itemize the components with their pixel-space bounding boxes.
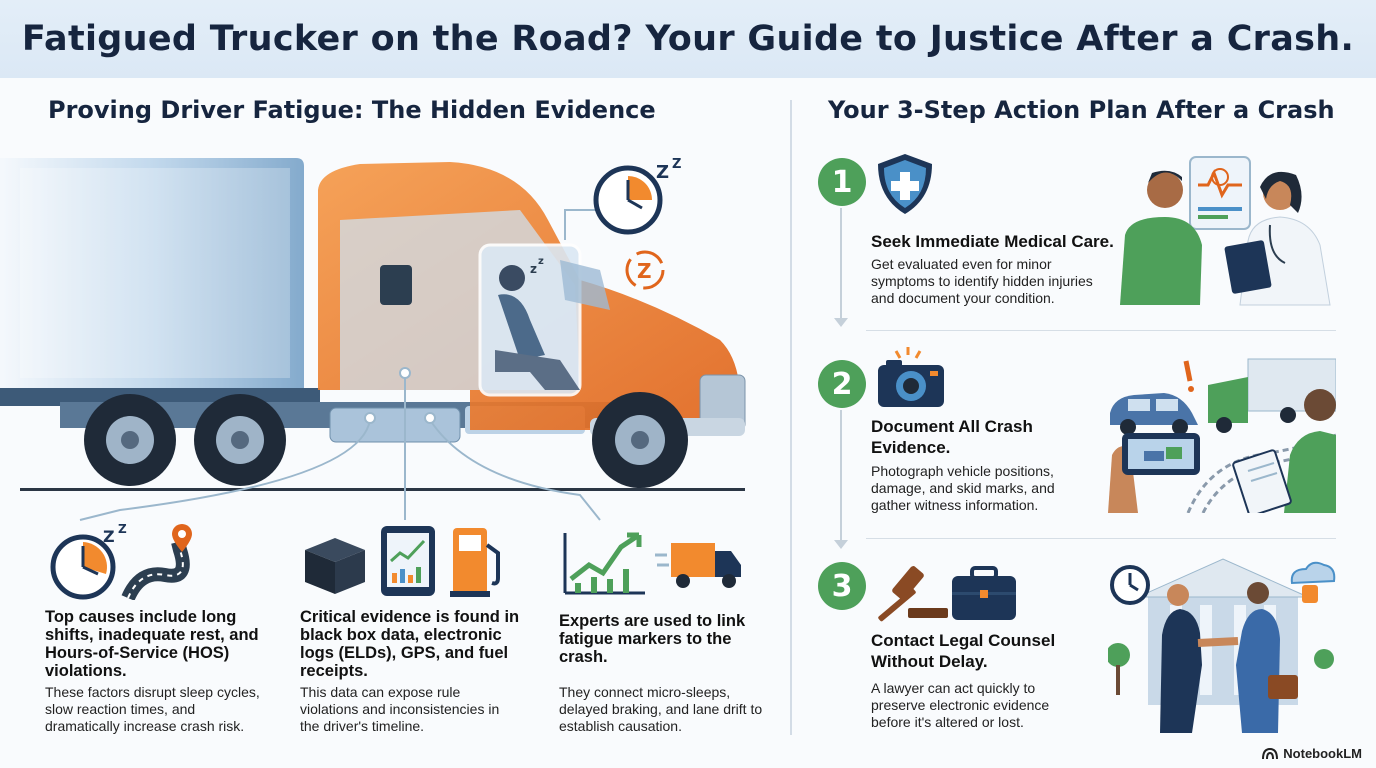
moving-truck-icon — [655, 543, 741, 588]
camera-icon — [878, 347, 944, 407]
gavel-briefcase-icon — [878, 566, 1016, 622]
page-title: Fatigued Trucker on the Road? Your Guide… — [21, 19, 1355, 59]
timeline-connector — [840, 410, 842, 540]
step-2-body: Photograph vehicle positions, damage, an… — [871, 463, 1055, 513]
truck-illustration: z z Z Z Z — [0, 157, 746, 521]
svg-text:Z: Z — [118, 522, 127, 536]
step-separator — [866, 330, 1336, 331]
svg-text:Z: Z — [672, 157, 681, 172]
right-section-heading: Your 3-Step Action Plan After a Crash — [828, 96, 1335, 124]
step-1-body: Get evaluated even for minor symptoms to… — [871, 256, 1093, 306]
evidence-sources-title: Critical evidence is found in black box … — [300, 608, 520, 680]
svg-text:z: z — [538, 256, 544, 267]
brand-name: NotebookLM — [1283, 746, 1362, 761]
column-divider — [790, 100, 792, 735]
black-box-icon — [305, 538, 365, 594]
svg-text:Z: Z — [103, 527, 115, 546]
step-1-badge: 1 — [818, 158, 866, 206]
clock-zzz-icon: Z Z — [50, 522, 127, 600]
left-section-heading: Proving Driver Fatigue: The Hidden Evide… — [48, 96, 656, 124]
evidence-sources-body: This data can expose rule violations and… — [300, 684, 500, 734]
experts-body: They connect micro-sleeps, delayed braki… — [559, 684, 763, 734]
brand-watermark: NotebookLM — [1262, 746, 1362, 761]
svg-text:Z: Z — [637, 259, 652, 283]
cause-hos-body: These factors disrupt sleep cycles, slow… — [45, 684, 260, 734]
svg-text:z: z — [530, 262, 537, 276]
timeline-connector — [840, 208, 842, 318]
doctor-patient-illustration — [1120, 156, 1331, 306]
step-3-body: A lawyer can act quickly to preserve ele… — [871, 680, 1050, 730]
step-2-title: Document All Crash Evidence. — [871, 417, 1033, 457]
cause-hos-title: Top causes include long shifts, inadequa… — [45, 608, 259, 680]
tablet-chart-icon — [381, 526, 435, 596]
medical-shield-icon — [878, 154, 932, 214]
title-band — [0, 0, 1376, 78]
timeline-arrow-icon — [834, 540, 848, 549]
fuel-pump-icon — [450, 528, 500, 597]
step-separator — [866, 538, 1336, 539]
step-1-title: Seek Immediate Medical Care. — [871, 232, 1114, 251]
lawyer-handshake-illustration — [1108, 558, 1336, 733]
crash-scene-illustration — [1108, 358, 1336, 513]
timeline-arrow-icon — [834, 318, 848, 327]
svg-text:Z: Z — [656, 162, 669, 183]
notebooklm-logo-icon — [1262, 747, 1279, 759]
step-3-title: Contact Legal Counsel Without Delay. — [871, 631, 1056, 671]
winding-road-icon — [121, 524, 192, 600]
step-3-badge: 3 — [818, 562, 866, 610]
trend-chart-icon — [563, 532, 645, 595]
experts-title: Experts are used to link fatigue markers… — [559, 612, 746, 666]
step-2-badge: 2 — [818, 360, 866, 408]
